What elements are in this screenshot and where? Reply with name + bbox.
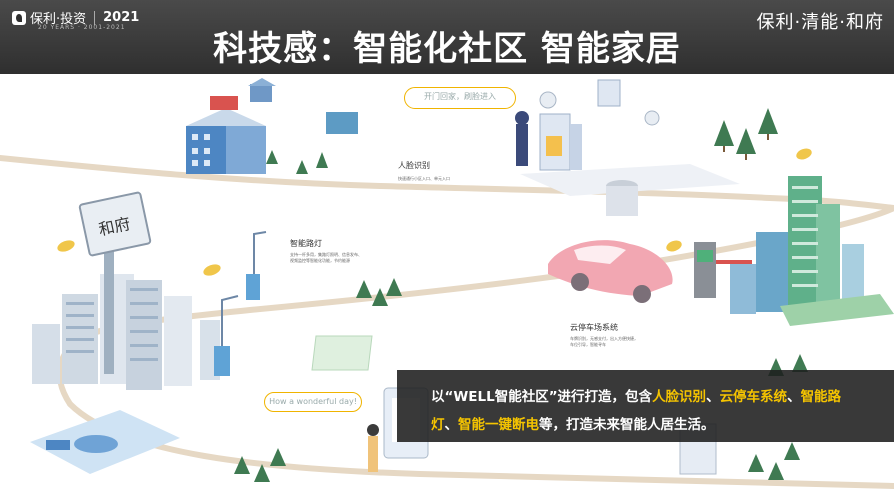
signal-leaves bbox=[57, 148, 812, 276]
parking-label: 云停车场系统 bbox=[570, 323, 618, 332]
face-recognition-desc: 快速通行小区入口、单元入口 bbox=[398, 176, 450, 181]
blue-apartment bbox=[186, 78, 358, 174]
brand-logo-right: 保利·清能·和府 bbox=[756, 12, 884, 33]
brand-left-text: 保利·投资 bbox=[30, 12, 87, 27]
greeting-bubble-bottom: How a wonderful day! bbox=[264, 392, 362, 412]
face-recognition-kiosk bbox=[515, 79, 740, 216]
caption-overlay: 以“WELL智能社区”进行打造，包含人脸识别、云停车系统、智能路 灯、智能一键断… bbox=[397, 370, 894, 442]
billboard: 和府 bbox=[78, 191, 152, 374]
highlight-smart-lamp-part2: 灯 bbox=[431, 417, 445, 433]
left-skyscrapers bbox=[32, 274, 220, 390]
highlight-smart-lamp-part1: 智能路 bbox=[800, 389, 842, 405]
brand-left-sub: 20 YEARS · 2001-2021 bbox=[38, 24, 126, 31]
caption-text: 等，打造未来智能人居生活。 bbox=[539, 417, 715, 433]
caption-line-2: 灯、智能一键断电等，打造未来智能人居生活。 bbox=[431, 413, 715, 433]
caption-separator: 、 bbox=[444, 417, 459, 433]
brand-divider bbox=[94, 10, 96, 25]
header-bar: 保利·投资 2021 20 YEARS · 2001-2021 科技感：智能化社… bbox=[0, 0, 894, 74]
highlight-face-recognition: 人脸识别 bbox=[652, 389, 707, 405]
lamp-box-2 bbox=[214, 346, 230, 376]
street-lamp-desc-1: 支持一杆多用，集路灯照明、信息发布、 bbox=[290, 252, 362, 257]
parking-gate bbox=[694, 242, 752, 298]
highlight-power-off: 智能一键断电 bbox=[458, 417, 539, 433]
map-panel bbox=[311, 335, 373, 371]
highlight-cloud-parking: 云停车系统 bbox=[719, 389, 788, 405]
greeting-bubble-top: 开门回家，刷脸进入 bbox=[404, 87, 516, 109]
face-recognition-label: 人脸识别 bbox=[398, 161, 430, 170]
caption-separator: 、 bbox=[787, 389, 801, 405]
smart-car bbox=[548, 240, 673, 303]
brand-left-year: 2021 bbox=[103, 10, 140, 25]
street-lamp-label: 智能路灯 bbox=[290, 239, 322, 248]
lamp-box-1 bbox=[246, 274, 260, 300]
caption-text: 以“WELL智能社区”进行打造，包含 bbox=[431, 389, 653, 405]
left-plaza bbox=[30, 410, 180, 474]
brand-logo-left: 保利·投资 2021 20 YEARS · 2001-2021 bbox=[12, 8, 140, 31]
parking-desc-2: 车位引导，智能寻车 bbox=[570, 342, 606, 347]
right-skyscrapers bbox=[730, 176, 894, 326]
trees bbox=[234, 108, 808, 482]
caption-separator: 、 bbox=[706, 389, 720, 405]
page-title: 科技感：智能化社区 智能家居 bbox=[213, 29, 681, 69]
caption-line-1: 以“WELL智能社区”进行打造，包含人脸识别、云停车系统、智能路 bbox=[431, 385, 841, 405]
street-lamp-desc-2: 视频监控等智能化功能，节约能源 bbox=[290, 258, 350, 263]
parking-desc-1: 车牌识别，无感支付，出入方便快捷， bbox=[570, 336, 638, 341]
poly-logo-icon bbox=[12, 10, 26, 25]
